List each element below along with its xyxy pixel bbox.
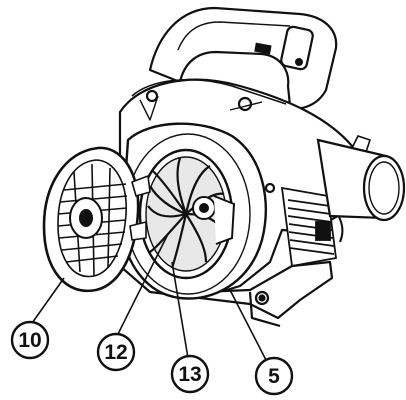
leader-line-10: [29, 277, 65, 327]
engine-fins: [280, 186, 344, 268]
callout-12: 12: [96, 332, 136, 372]
callout-10: 10: [10, 320, 50, 360]
leader-line-5: [229, 289, 267, 361]
callout-circle: [10, 320, 50, 360]
impeller: [138, 148, 236, 280]
callout-5: 5: [254, 356, 294, 396]
impeller-nut: [192, 196, 216, 220]
leader-line-12: [115, 233, 169, 339]
callout-label: 13: [178, 363, 201, 386]
callout-13: 13: [170, 354, 210, 394]
callout-circle: [254, 356, 294, 396]
callout-circle: [170, 354, 210, 394]
callout-label: 12: [104, 341, 127, 364]
callout-circle: [96, 332, 136, 372]
leader-line-13: [171, 261, 189, 359]
callout-label: 10: [18, 329, 41, 352]
callout-label: 5: [268, 365, 280, 388]
intake-cover: [42, 146, 151, 293]
leader-lines: [29, 233, 267, 361]
blow-tube-outlet: [316, 135, 406, 222]
carry-handle: [148, 6, 338, 110]
